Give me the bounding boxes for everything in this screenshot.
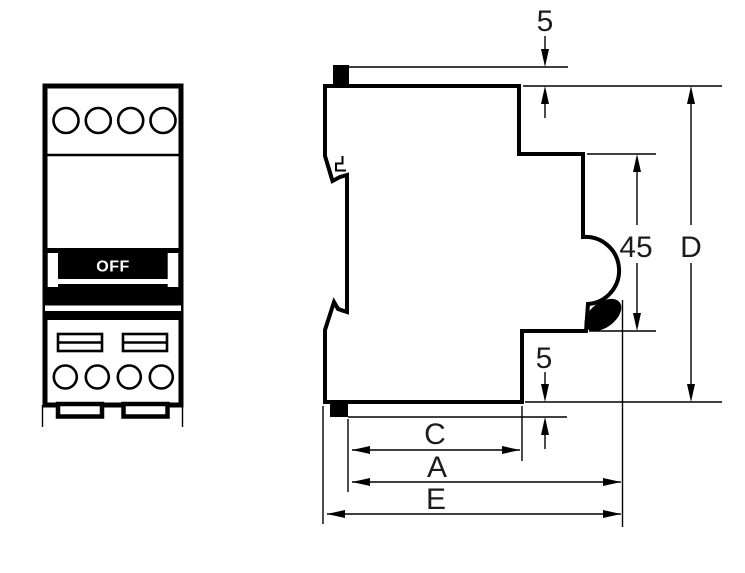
arrowhead-down <box>541 384 549 402</box>
arrowhead-left <box>327 510 345 518</box>
front-bottom-terminal-circles <box>52 364 175 390</box>
rail-hook <box>584 298 622 332</box>
top-clip-tab <box>333 65 349 87</box>
screw-slots <box>56 332 169 353</box>
terminal-circle <box>52 106 80 135</box>
arrowhead-down <box>633 313 641 331</box>
terminal-circle <box>148 364 175 390</box>
bottom-clip-tab <box>330 402 348 417</box>
arrowhead-up <box>541 417 549 435</box>
arrowhead-left <box>352 478 370 486</box>
arrowhead-right <box>502 446 520 454</box>
arrowhead-left <box>352 446 370 454</box>
toggle-block-gap-line <box>45 305 181 311</box>
dimension-label-overall-height: D <box>680 231 702 264</box>
arrowhead-right <box>603 510 621 518</box>
toggle-side-slot-right <box>167 253 179 287</box>
arrowhead-up <box>687 86 695 104</box>
lower-clip-notch-detail <box>335 304 348 313</box>
arrowhead-up <box>541 86 549 104</box>
arrowhead-down <box>541 49 549 67</box>
arrowhead-right <box>603 478 621 486</box>
terminal-circle <box>52 364 79 390</box>
front-top-terminal-circles <box>52 106 177 135</box>
dimension-label-recess-height: 45 <box>619 231 652 264</box>
dimension-label-e: E <box>426 483 446 516</box>
terminal-circle <box>116 364 143 390</box>
terminal-circle <box>84 364 111 390</box>
upper-clip-notch-steps <box>335 156 346 172</box>
side-view <box>323 65 622 417</box>
dimension-label-top-clip: 5 <box>537 5 554 38</box>
dimension-label-c: C <box>424 418 446 451</box>
terminal-circle <box>84 106 113 135</box>
terminal-circle <box>149 106 177 135</box>
off-switch-label: OFF <box>96 259 130 276</box>
side-profile-outline <box>323 84 622 404</box>
toggle-side-slot-left <box>47 253 58 287</box>
mounting-foot-left <box>55 401 105 419</box>
front-view: OFF <box>41 83 184 427</box>
dimension-annotations: 5 45 D 5 C A <box>322 5 722 527</box>
mounting-foot-right <box>121 401 170 419</box>
dimension-label-a: A <box>427 451 447 484</box>
arrowhead-up <box>633 154 641 172</box>
toggle-handle-bottom-line <box>58 279 168 284</box>
arrowhead-down <box>687 384 695 402</box>
terminal-circle <box>116 106 145 135</box>
dimension-label-bottom-clip: 5 <box>536 342 553 375</box>
